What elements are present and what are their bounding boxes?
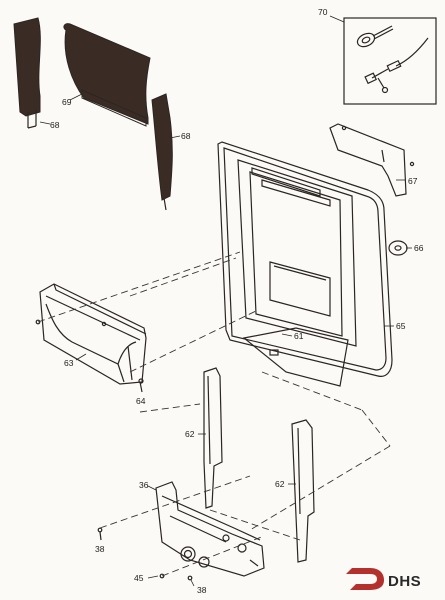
callout-66: 66 <box>414 243 424 253</box>
callout-61: 61 <box>294 331 304 341</box>
callout-64: 64 <box>136 396 146 406</box>
control-knob <box>180 546 196 562</box>
pillar-shape <box>203 367 223 509</box>
back-panel-shape <box>63 23 151 125</box>
part-38-screw-upper <box>97 527 103 541</box>
part-61-tray <box>242 327 349 387</box>
inner-frame-rim <box>223 147 387 371</box>
sensor-wire <box>395 37 429 67</box>
callout-36: 36 <box>139 480 149 490</box>
callout-62-right: 62 <box>275 479 285 489</box>
part-66-washer <box>388 240 412 256</box>
pillar-shape <box>291 419 315 563</box>
part-45-screw <box>147 573 165 579</box>
part-38-screw-lower <box>187 575 195 587</box>
callout-38-lower: 38 <box>197 585 207 595</box>
burner-opening <box>269 261 331 317</box>
part-62-pillar-left <box>198 367 223 509</box>
part-67-bracket <box>329 123 415 197</box>
assembly-guide-lines <box>37 251 391 577</box>
tray-outline <box>39 283 147 385</box>
callout-68-right: 68 <box>181 131 191 141</box>
side-panel-shape <box>151 93 173 201</box>
callout-69: 69 <box>62 97 72 107</box>
dhs-logo-text: DHS <box>388 573 421 590</box>
callout-63: 63 <box>64 358 74 368</box>
part-65-firebox-frame <box>217 141 394 387</box>
part-68-side-panel-left <box>13 17 51 129</box>
part-64-screw <box>139 381 143 393</box>
part-63-fuel-bed-tray <box>35 283 147 393</box>
firebox-interior <box>237 159 357 347</box>
dhs-logo-mark <box>346 568 384 590</box>
callout-45: 45 <box>134 573 144 583</box>
callout-68-left: 68 <box>50 120 60 130</box>
side-panel-shape <box>13 17 41 117</box>
eye-bolt-ring <box>356 32 376 48</box>
dhs-logo: DHS <box>346 568 421 590</box>
callout-67: 67 <box>408 176 418 186</box>
part-68-side-panel-right <box>151 93 181 211</box>
callout-labels: 70 69 68 68 67 66 65 61 63 64 62 62 36 3… <box>50 7 424 595</box>
part-69-back-panel <box>63 23 151 127</box>
part-62-pillar-right <box>288 419 315 563</box>
outer-frame <box>217 141 393 377</box>
callout-62-left: 62 <box>185 429 195 439</box>
bracket-shape <box>329 123 407 197</box>
part-36-control-assembly <box>147 481 265 577</box>
valve-body <box>155 481 265 577</box>
part-70-detail-inset <box>329 15 437 105</box>
callout-65: 65 <box>396 321 406 331</box>
callout-70: 70 <box>318 7 328 17</box>
detail-frame <box>343 17 437 105</box>
callout-38-upper: 38 <box>95 544 105 554</box>
